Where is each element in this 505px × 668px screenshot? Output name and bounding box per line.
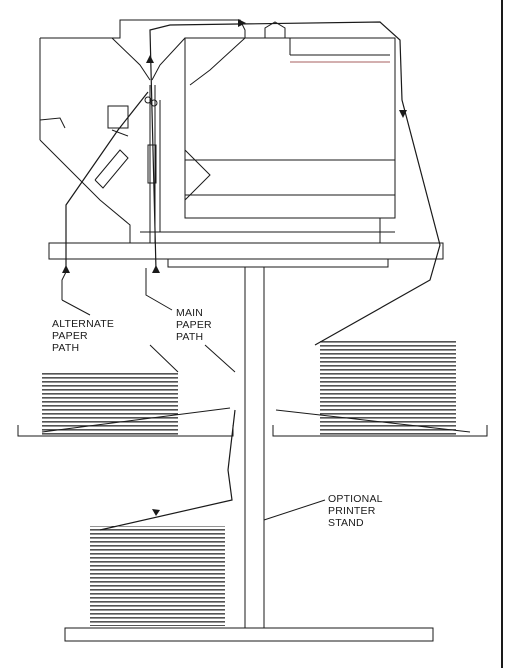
alternate-paper-path-label: ALTERNATE PAPER PATH [52,318,114,354]
main-paper-path-label: MAIN PAPER PATH [176,307,212,343]
stand-top-plate [49,243,443,259]
alternate-label-line-1: ALTERNATE [52,318,114,330]
arrow-up-alternate [62,265,70,273]
top-hopper [112,38,150,80]
stand-leader [264,500,325,520]
main-label-line-1: MAIN [176,307,212,319]
arrow-lower-stack [152,509,160,516]
right-paper-stack [320,340,456,435]
alternate-paper-stack [42,372,178,435]
main-label-line-2: PAPER [176,319,212,331]
arrow-up-top [146,55,154,63]
main-label-line-3: PATH [176,331,212,343]
lower-paper-stack [90,526,225,626]
arrow-up-main [152,265,160,273]
stand-label-line-3: STAND [328,517,383,529]
stand-label-line-2: PRINTER [328,505,383,517]
alternate-label-line-3: PATH [52,342,114,354]
print-head [108,106,128,128]
printer [40,20,395,243]
stand-base [65,628,433,641]
main-paper-path-line [150,22,440,345]
stand-bracket [168,259,388,267]
arrow-right-top [238,19,246,27]
printer-left-case [40,20,395,210]
printer-main-housing [185,38,395,218]
optional-printer-stand-label: OPTIONAL PRINTER STAND [328,493,383,529]
alternate-leader [62,272,66,300]
alternate-label-line-2: PAPER [52,330,114,342]
stand-label-line-1: OPTIONAL [328,493,383,505]
